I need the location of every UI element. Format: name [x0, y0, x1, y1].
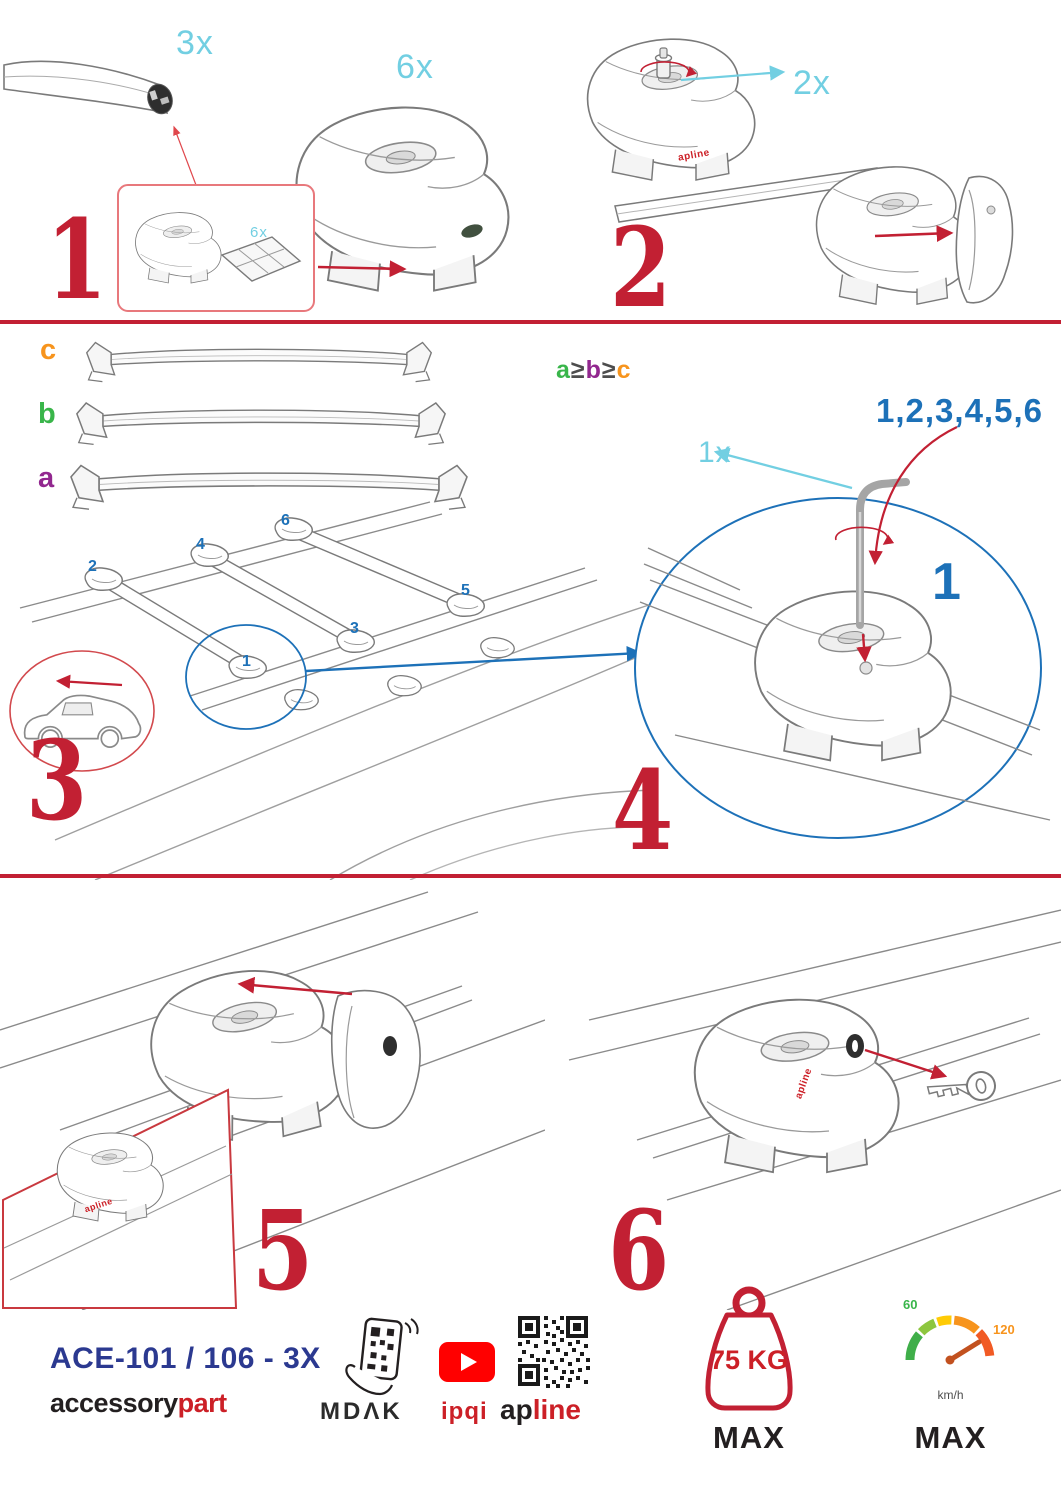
allen-key-icon: [856, 478, 910, 629]
formula-b: b: [585, 356, 602, 384]
speed-low-label: 60: [903, 1297, 918, 1312]
section-divider-1: [0, 320, 1061, 324]
bar-label-b: b: [38, 398, 56, 430]
crossbar-b: [76, 402, 446, 446]
apline-logo: apline: [500, 1394, 581, 1426]
keyhole: [383, 1036, 397, 1056]
qr-code-icon: [516, 1314, 590, 1388]
speedometer-needle: [947, 1339, 982, 1363]
position-2: 2: [88, 558, 97, 575]
key-icon: [926, 1071, 996, 1101]
model-code: ACE-101 / 106 - 3X: [50, 1342, 321, 1375]
step2-key-qty: 2x: [793, 64, 831, 102]
rubber-pad: [220, 236, 302, 282]
key-qty-arrow: [680, 65, 786, 82]
step5-illustration: [0, 891, 545, 1310]
tighten-bolt-arrow: [856, 633, 872, 663]
phone-scan-icon: [345, 1317, 419, 1396]
formula-ge1: ≥: [570, 356, 586, 384]
formula-ge2: ≥: [601, 356, 617, 384]
car-direction-inset: [9, 650, 155, 772]
attach-cover-arrow: [237, 976, 353, 996]
bar-end-assembly: [614, 166, 1014, 305]
step4-detail-illustration: [634, 447, 1051, 839]
end-cap: [955, 175, 1014, 304]
position-5: 5: [461, 582, 470, 599]
step1-inset-qty: 6x: [250, 224, 268, 241]
rotate-key-arrow: [640, 61, 697, 78]
size-formula: a≥b≥c: [556, 356, 632, 385]
step5-number: 5: [252, 1186, 314, 1315]
detail-link-arrow: [305, 645, 643, 673]
apline-red: line: [532, 1394, 581, 1425]
tool-qty-arrow: [713, 447, 853, 490]
step3-number: 3: [26, 716, 88, 845]
step2-illustration: [586, 38, 1014, 305]
speedometer-icon: [905, 1315, 995, 1365]
weight-tag-icon: [705, 1286, 793, 1411]
crossbar-tube: [3, 60, 173, 115]
apline-black: ap: [500, 1394, 533, 1425]
accessorypart-black: accessory: [50, 1388, 178, 1418]
foot-lock-assembly: [693, 998, 900, 1174]
attach-cap-arrow: [874, 225, 954, 243]
position-4: 4: [196, 536, 205, 553]
rotate-tool-arrow: [834, 526, 895, 545]
mdak-logo: MDΛK: [320, 1398, 403, 1425]
accessorypart-logo: accessorypart: [50, 1388, 227, 1419]
step2-number: 2: [610, 203, 672, 332]
crossbar-size-stack: [70, 341, 468, 511]
position-1: 1: [242, 653, 251, 670]
step6-number: 6: [608, 1186, 670, 1315]
roof-mounting-illustration: [9, 501, 660, 880]
foot-underside-inset: [117, 184, 315, 312]
youtube-play-icon: [439, 1342, 495, 1382]
accessorypart-red: part: [177, 1388, 228, 1418]
bar-label-c: c: [40, 334, 57, 366]
ipqi-logo: ipqi: [441, 1398, 488, 1425]
section-divider-2: [0, 874, 1061, 878]
insert-key-arrow: [864, 1048, 948, 1080]
position-6: 6: [281, 512, 290, 529]
tightening-sequence: 1,2,3,4,5,6: [876, 392, 1043, 429]
lock-key-icon: [654, 47, 673, 79]
speed-unit-label: km/h: [937, 1388, 964, 1402]
foot-with-lock: [586, 38, 756, 181]
max-speed-label: MAX: [914, 1420, 987, 1455]
sequence-highlight: 1: [932, 553, 961, 611]
front-direction-arrow: [55, 674, 123, 689]
formula-a: a: [556, 356, 571, 384]
step6-illustration: [568, 909, 1061, 1310]
step1-foot-qty: 6x: [396, 48, 434, 86]
formula-c: c: [616, 356, 632, 384]
step1-illustration: [3, 60, 510, 312]
mounted-crossbars: [84, 517, 515, 711]
step1-number: 1: [46, 195, 108, 324]
bar-end-pointer-line: [173, 125, 197, 186]
foot-cover-assembly: [145, 963, 421, 1147]
bar-label-a: a: [38, 462, 55, 494]
sequence-arrow: [868, 426, 958, 566]
brand-sticker: [461, 224, 483, 238]
max-weight-label: MAX: [713, 1420, 785, 1455]
crossbar-c: [86, 341, 432, 383]
position-3: 3: [350, 620, 359, 637]
step4-number: 4: [612, 746, 674, 875]
clamp-foot: [295, 106, 510, 292]
mounted-foot-inset: [2, 1088, 238, 1309]
cover-piece: [330, 989, 421, 1129]
speed-high-label: 120: [993, 1322, 1015, 1337]
bolt-head: [859, 661, 873, 675]
step4-tool-qty: 1x: [698, 436, 732, 469]
position1-highlight-circle: [185, 624, 307, 730]
step1-bar-qty: 3x: [176, 24, 214, 62]
max-weight-value: 75 KG: [709, 1345, 789, 1375]
inset-to-foot-arrow: [317, 260, 407, 278]
